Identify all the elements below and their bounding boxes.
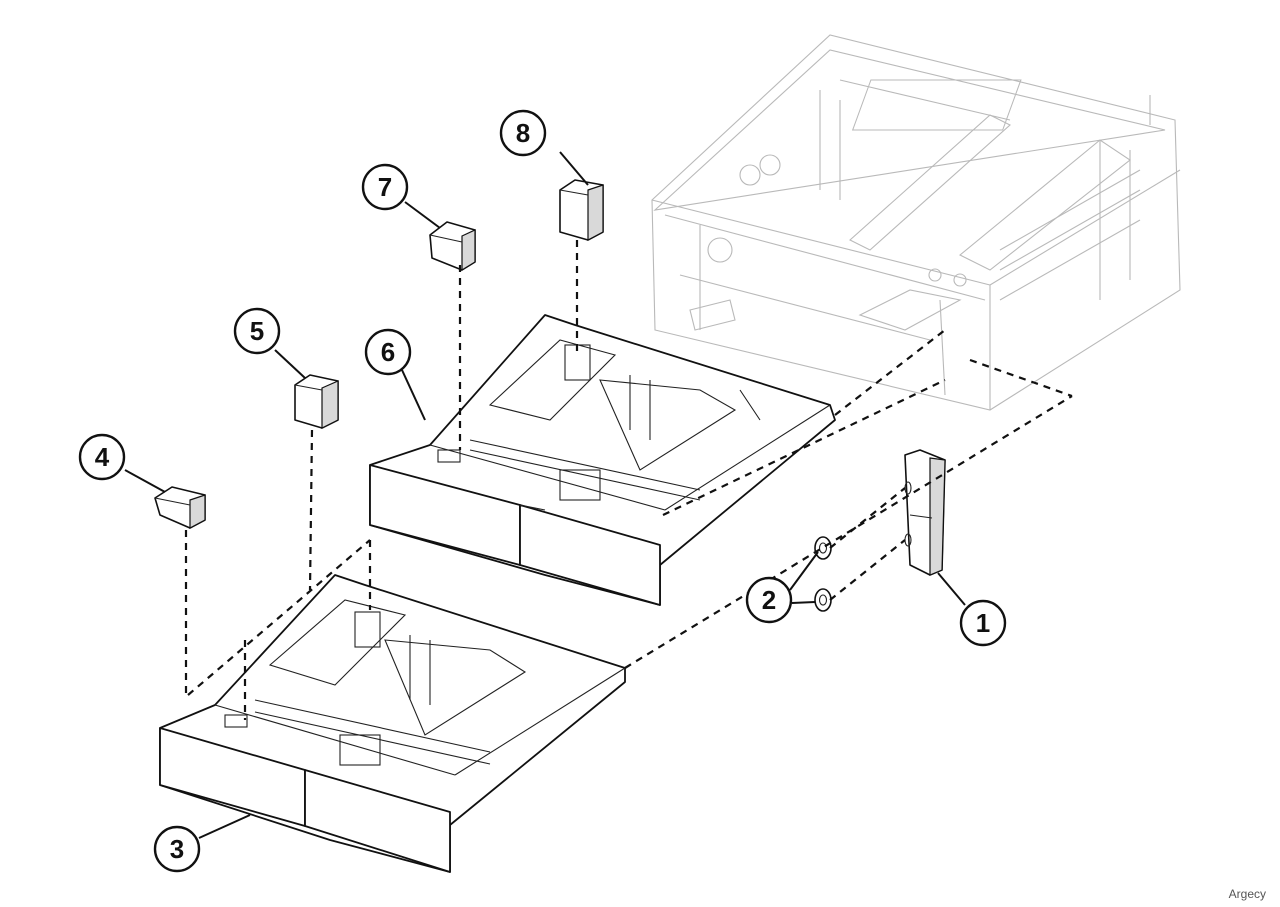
tray-guide-7: [429, 221, 476, 272]
callout-8: 8: [499, 109, 547, 157]
callout-4-label: 4: [95, 442, 110, 472]
callout-7: 7: [361, 163, 409, 211]
callout-8-label: 8: [516, 118, 530, 148]
callout-6: 6: [364, 328, 412, 376]
callout-5-label: 5: [250, 316, 264, 346]
callout-1-label: 1: [976, 608, 990, 638]
callout-leaders: [124, 151, 966, 839]
callout-5: 5: [233, 307, 281, 355]
tray-guide-8: [559, 179, 604, 241]
callout-4: 4: [78, 433, 126, 481]
side-cover: [904, 449, 946, 576]
tray-guide-5: [294, 374, 339, 429]
callout-3: 3: [153, 825, 201, 873]
callout-6-label: 6: [381, 337, 395, 367]
assembly-lines: [184, 240, 1073, 720]
watermark-text: Argecy: [1228, 887, 1266, 901]
callout-3-label: 3: [170, 834, 184, 864]
callout-2: 2: [745, 576, 793, 624]
mounting-clips: [814, 536, 832, 612]
printer-base-frame: [651, 34, 1181, 411]
callout-7-label: 7: [378, 172, 392, 202]
callout-2-label: 2: [762, 585, 776, 615]
callout-1: 1: [959, 599, 1007, 647]
upper-paper-tray: [369, 314, 836, 606]
tray-guide-4: [154, 486, 206, 529]
lower-paper-tray: [159, 574, 626, 873]
